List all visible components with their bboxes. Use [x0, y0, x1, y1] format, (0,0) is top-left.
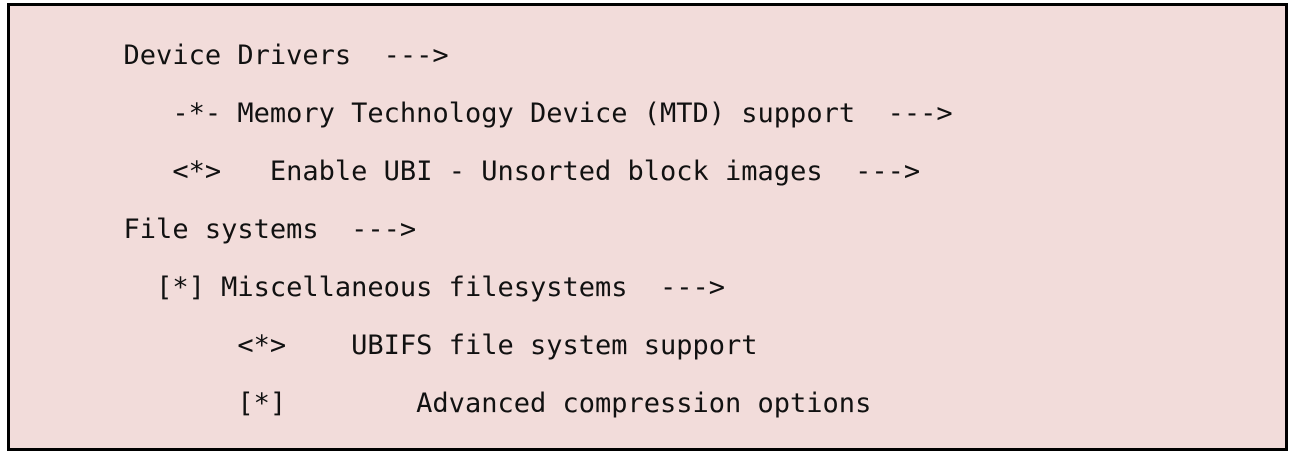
indent-spacer [124, 98, 173, 129]
submenu-arrow-icon[interactable]: ---> [627, 272, 726, 303]
submenu-arrow-icon[interactable]: ---> [351, 40, 449, 71]
marker-label-gap [286, 446, 465, 448]
option-state-marker[interactable]: <*> [172, 156, 222, 187]
config-line[interactable]: -*- Memory Technology Device (MTD) suppo… [10, 69, 953, 159]
option-label[interactable]: Enable UBI - Unsorted block images [269, 156, 823, 187]
indent-spacer [124, 330, 238, 361]
indent-spacer [124, 446, 238, 448]
indent-spacer [124, 156, 173, 187]
marker-label-gap [286, 330, 351, 361]
option-state-marker[interactable]: -*- [172, 98, 222, 129]
option-state-marker[interactable]: [*] [237, 388, 287, 419]
option-state-marker[interactable]: [*] [237, 446, 286, 449]
config-line[interactable]: <*> Enable UBI - Unsorted block images -… [10, 127, 920, 217]
option-label[interactable]: Device Drivers [123, 40, 352, 71]
config-line[interactable]: File systems ---> [10, 185, 417, 275]
marker-label-gap [221, 156, 270, 187]
option-state-marker[interactable]: <*> [237, 330, 287, 361]
option-label[interactable]: Advanced compression options [416, 388, 872, 419]
submenu-arrow-icon[interactable]: ---> [822, 156, 921, 187]
menuconfig-panel: Device Drivers ---> -*- Memory Technolog… [7, 3, 1288, 451]
marker-label-gap [221, 98, 237, 129]
option-label[interactable]: File systems [123, 214, 319, 245]
submenu-arrow-icon[interactable]: ---> [318, 214, 417, 245]
option-label[interactable]: Memory Technology Device (MTD) support [237, 98, 856, 129]
marker-label-gap [286, 388, 416, 419]
config-line[interactable]: [*] Miscellaneous filesystems ---> [10, 243, 725, 333]
marker-label-gap [205, 272, 221, 303]
option-label[interactable]: Miscellaneous filesystems [221, 272, 628, 303]
config-line[interactable]: [*] LZO compression support [10, 417, 839, 449]
config-line[interactable]: [*] Advanced compression options [10, 359, 872, 448]
option-state-marker[interactable]: [*] [156, 272, 205, 303]
indent-spacer [124, 272, 157, 303]
option-label[interactable]: LZO compression support [465, 446, 839, 449]
config-line[interactable]: Device Drivers ---> [10, 11, 449, 101]
option-label[interactable]: UBIFS file system support [351, 330, 758, 361]
config-line[interactable]: <*> UBIFS file system support [10, 301, 758, 391]
indent-spacer [124, 388, 238, 419]
submenu-arrow-icon[interactable]: ---> [855, 98, 953, 129]
